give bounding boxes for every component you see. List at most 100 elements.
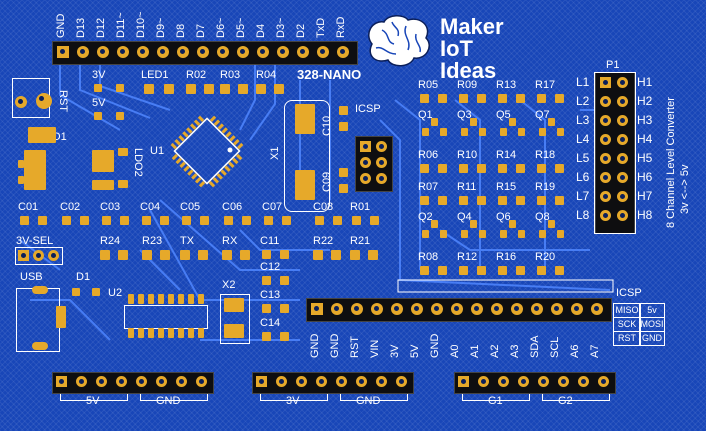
power-header-pin[interactable]: [176, 376, 187, 387]
p1-pin-h[interactable]: [617, 191, 628, 202]
nano-bottom-pin[interactable]: [551, 303, 563, 315]
power-header-pin[interactable]: [296, 376, 307, 387]
icsp-top-pin[interactable]: [360, 141, 371, 152]
nano-bottom-pin[interactable]: [331, 303, 343, 315]
icsp-top-pin[interactable]: [376, 173, 387, 184]
p1-pin-h[interactable]: [617, 210, 628, 221]
power-header-pin[interactable]: [578, 376, 589, 387]
p1-pin-h[interactable]: [617, 134, 628, 145]
power-header-pin[interactable]: [96, 376, 107, 387]
nano-top-pin[interactable]: [57, 46, 69, 58]
nano-top-pin[interactable]: [237, 46, 249, 58]
rst-button-pad-left[interactable]: [15, 96, 27, 108]
r03-pad-a: [220, 84, 230, 94]
power-header-pin[interactable]: [376, 376, 387, 387]
nano-top-pin[interactable]: [137, 46, 149, 58]
power-header-pin[interactable]: [316, 376, 327, 387]
c14-pad-b: [280, 332, 289, 341]
p1-pin-h[interactable]: [617, 153, 628, 164]
nano-bottom-pin[interactable]: [491, 303, 503, 315]
p1-outline: [594, 72, 636, 234]
icsp-top-pin[interactable]: [360, 173, 371, 184]
nano-top-pin[interactable]: [177, 46, 189, 58]
nano-top-pin[interactable]: [97, 46, 109, 58]
power-header-pin[interactable]: [256, 376, 267, 387]
nano-top-pin[interactable]: [217, 46, 229, 58]
p1-pin-l[interactable]: [600, 191, 611, 202]
nano-bottom-pin[interactable]: [371, 303, 383, 315]
power-header-pin[interactable]: [598, 376, 609, 387]
nano-bottom-pin[interactable]: [471, 303, 483, 315]
power-header-pin[interactable]: [518, 376, 529, 387]
nano-top-pin-label: D12: [95, 17, 107, 38]
power-header-pin[interactable]: [136, 376, 147, 387]
nano-bottom-pin[interactable]: [391, 303, 403, 315]
p1-pin-l[interactable]: [600, 96, 611, 107]
power-header-pin[interactable]: [558, 376, 569, 387]
level-converter-pad: [438, 94, 447, 103]
nano-top-pin[interactable]: [317, 46, 329, 58]
u1-pin: [220, 169, 227, 176]
power-header-pin[interactable]: [538, 376, 549, 387]
cap-row-label: R01: [350, 201, 371, 213]
p1-pin-l[interactable]: [600, 115, 611, 126]
nano-top-pin[interactable]: [117, 46, 129, 58]
u1-pin: [194, 177, 202, 184]
icsp-top-pin[interactable]: [376, 141, 387, 152]
power-header-pin[interactable]: [56, 376, 67, 387]
p1-pin-l[interactable]: [600, 210, 611, 221]
u2-pin: [158, 328, 164, 338]
power-header-pin[interactable]: [116, 376, 127, 387]
l-pin-label: L4: [576, 132, 590, 146]
nano-top-pin[interactable]: [197, 46, 209, 58]
cap-row-pad: [80, 216, 89, 225]
led1-pad-a: [144, 84, 154, 94]
p1-pin-h[interactable]: [617, 96, 628, 107]
p1-pin-h[interactable]: [617, 115, 628, 126]
power-header-pin[interactable]: [336, 376, 347, 387]
p1-pin-l[interactable]: [600, 77, 611, 88]
level-converter-label: R09: [457, 79, 478, 91]
p1-pin-h[interactable]: [617, 172, 628, 183]
3v-sel-pin-1[interactable]: [18, 250, 29, 261]
nano-bottom-pin[interactable]: [571, 303, 583, 315]
p1-pin-h[interactable]: [617, 77, 628, 88]
p1-pin-l[interactable]: [600, 134, 611, 145]
nano-bottom-pin[interactable]: [431, 303, 443, 315]
3v-sel-pin-2[interactable]: [33, 250, 44, 261]
p1-pin-l[interactable]: [600, 172, 611, 183]
power-header-pin[interactable]: [478, 376, 489, 387]
nano-bottom-pin[interactable]: [511, 303, 523, 315]
power-header-pin[interactable]: [498, 376, 509, 387]
power-header-pin[interactable]: [276, 376, 287, 387]
level-converter-pad: [555, 164, 564, 173]
rst-button-pad[interactable]: [36, 93, 52, 109]
level-converter-pad: [459, 94, 468, 103]
level-converter-pad: [477, 94, 486, 103]
power-header-pin[interactable]: [396, 376, 407, 387]
nano-bottom-pin[interactable]: [531, 303, 543, 315]
nano-bottom-pin[interactable]: [411, 303, 423, 315]
nano-top-pin[interactable]: [337, 46, 349, 58]
nano-top-pin-label: D8: [175, 23, 187, 38]
nano-bottom-pin[interactable]: [351, 303, 363, 315]
power-header-pin[interactable]: [156, 376, 167, 387]
icsp-top-pin[interactable]: [360, 157, 371, 168]
nano-top-pin[interactable]: [77, 46, 89, 58]
nano-top-pin[interactable]: [277, 46, 289, 58]
power-header-pin[interactable]: [356, 376, 367, 387]
power-header-pin[interactable]: [196, 376, 207, 387]
power-header-pin[interactable]: [458, 376, 469, 387]
nano-top-pin[interactable]: [297, 46, 309, 58]
nano-top-pin[interactable]: [257, 46, 269, 58]
p1-pin-l[interactable]: [600, 153, 611, 164]
nano-bottom-pin[interactable]: [311, 303, 323, 315]
power-header-pin[interactable]: [76, 376, 87, 387]
3v-sel-pin-3[interactable]: [48, 250, 59, 261]
nano-top-pin[interactable]: [157, 46, 169, 58]
nano-bottom-pin[interactable]: [591, 303, 603, 315]
icsp-top-pin[interactable]: [376, 157, 387, 168]
icsp-right-label: ICSP: [616, 287, 642, 299]
nano-bottom-pin[interactable]: [451, 303, 463, 315]
